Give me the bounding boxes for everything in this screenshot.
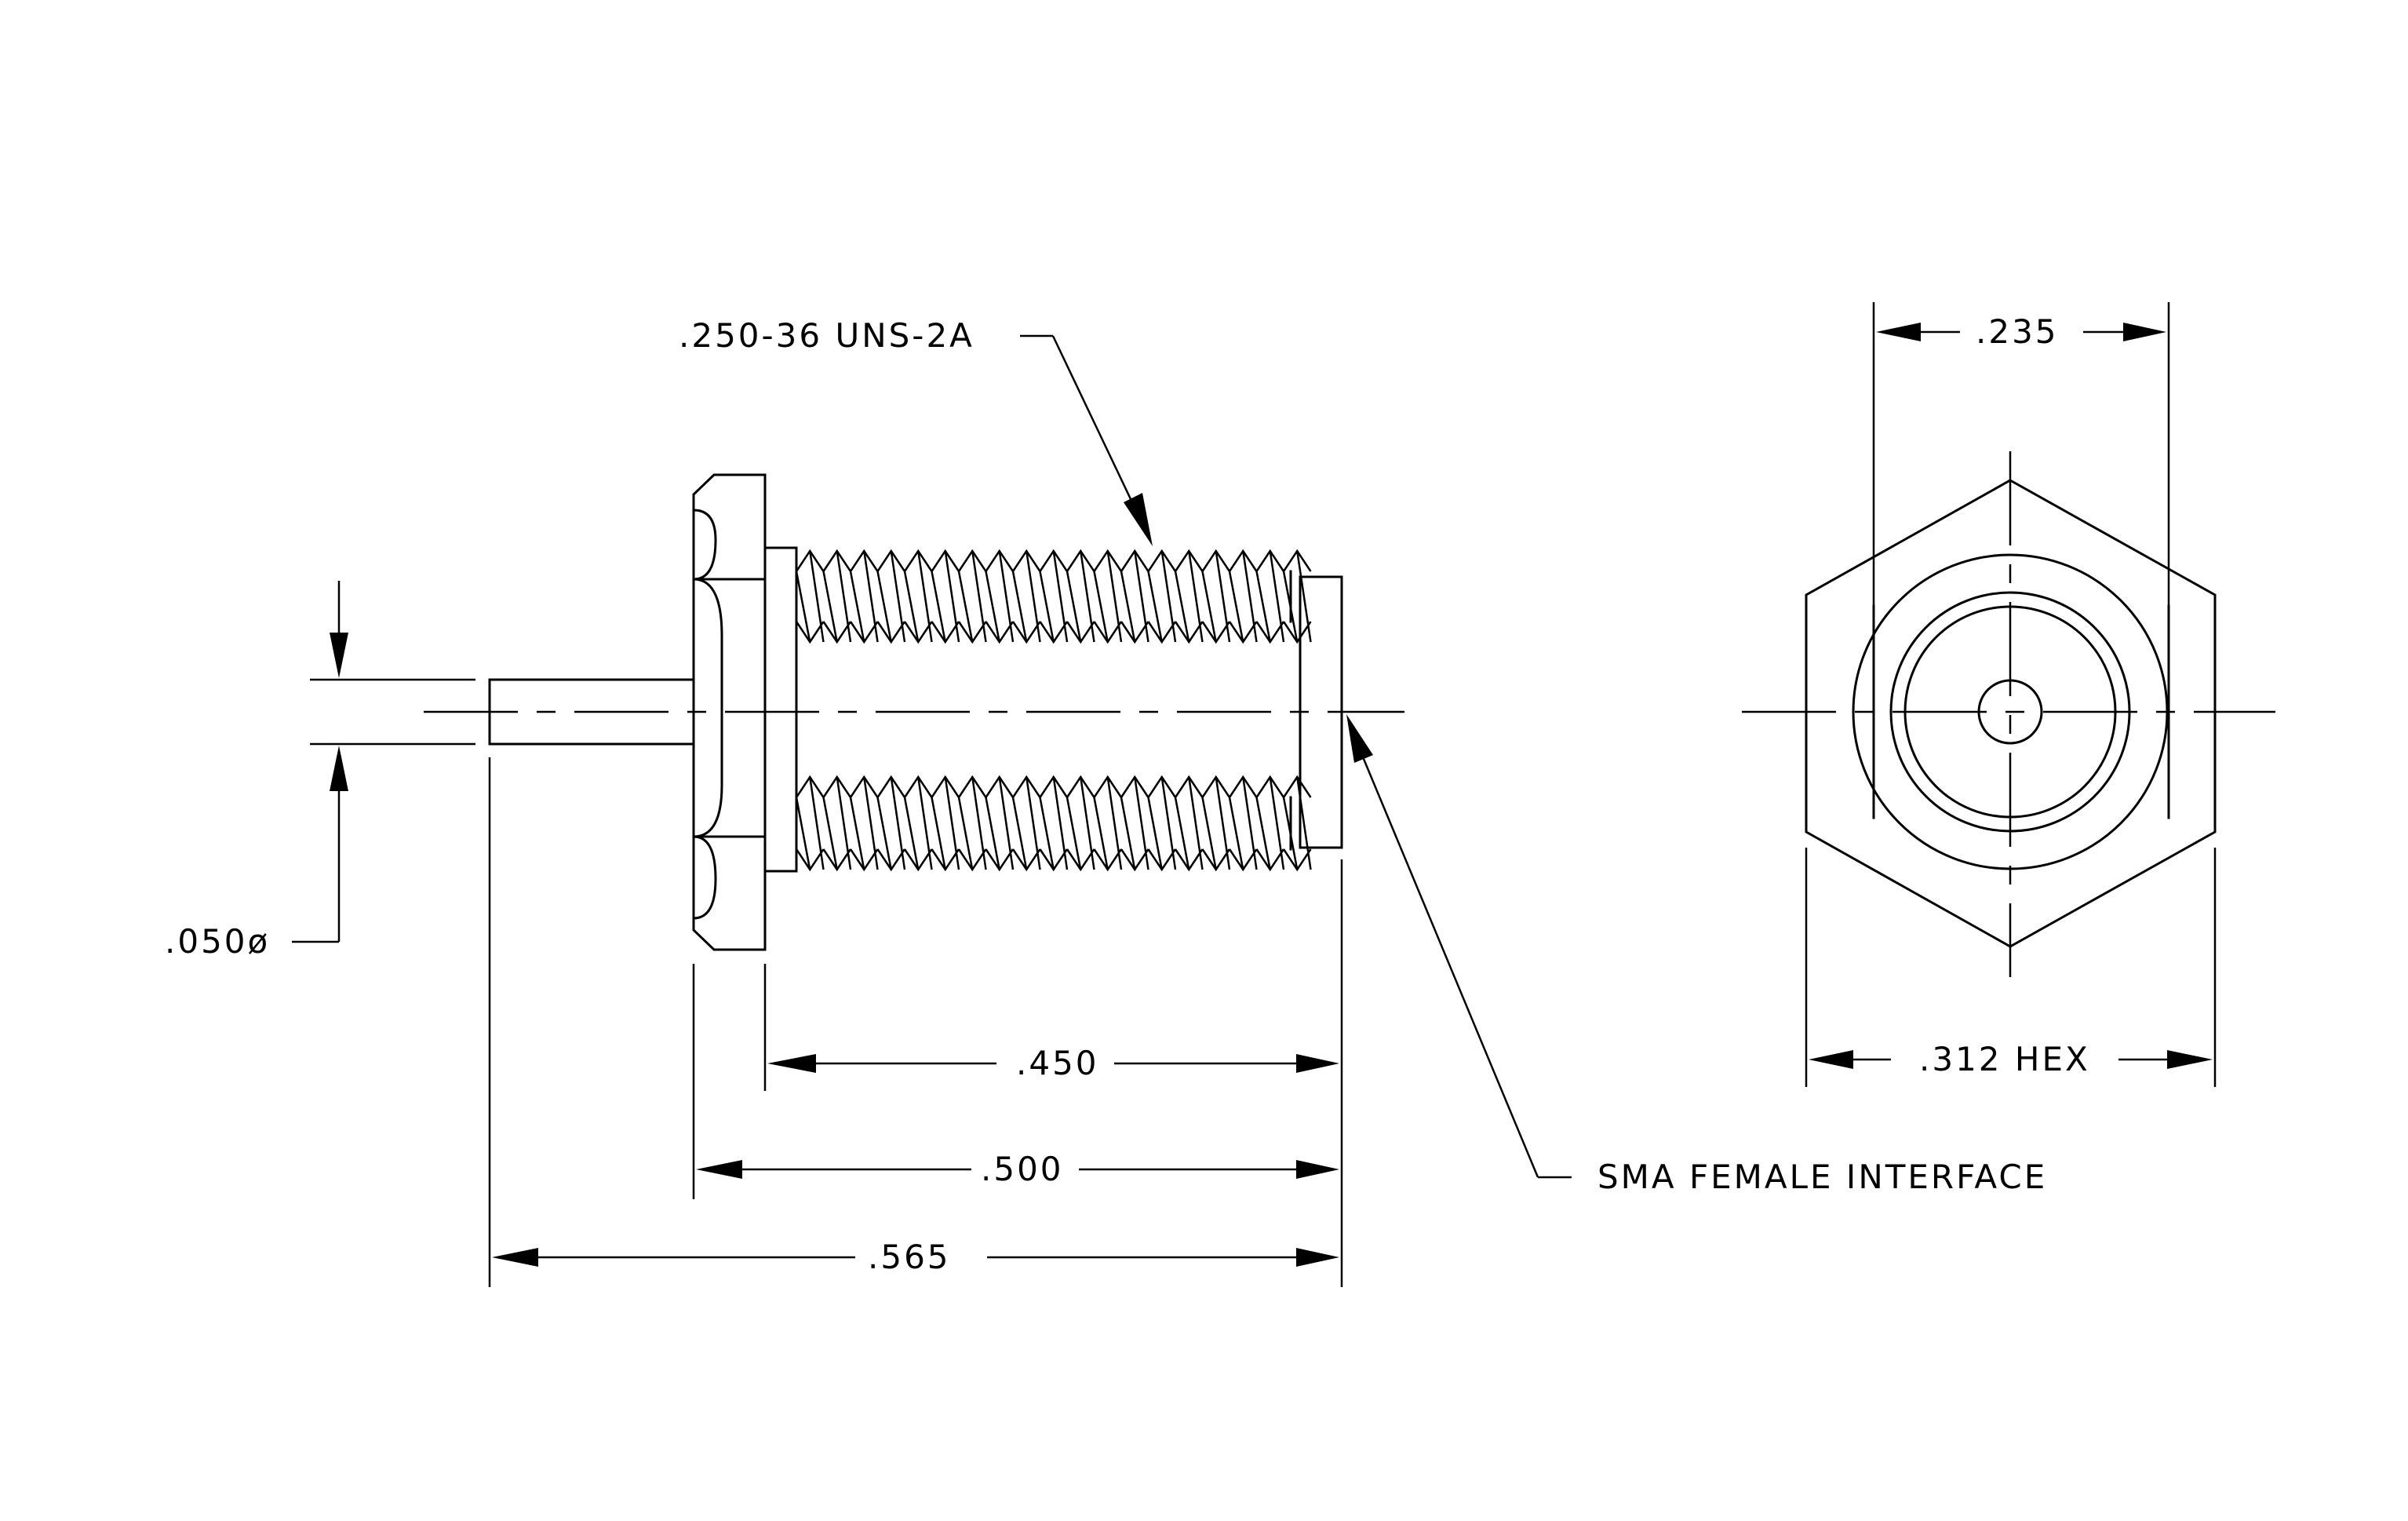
interface-label: SMA FEMALE INTERFACE bbox=[1597, 1158, 2047, 1196]
side-view: .250-36 UNS-2A .050ø .450 bbox=[165, 316, 2047, 1287]
body-length-dimension bbox=[696, 1160, 1339, 1179]
thread-leader bbox=[1020, 334, 1153, 546]
body bbox=[763, 546, 1343, 873]
thread-top bbox=[795, 549, 1312, 644]
body-length-label: .500 bbox=[981, 1150, 1064, 1188]
thread-bottom-teeth bbox=[795, 775, 1312, 872]
hex-size-dimension bbox=[1805, 848, 2217, 1087]
end-view: .235 .312 HEX bbox=[1742, 302, 2275, 1087]
overall-length-dimension bbox=[492, 1248, 1339, 1267]
thread-top-teeth bbox=[795, 549, 1312, 644]
overall-length-label: .565 bbox=[868, 1238, 951, 1276]
hex-size-label: .312 HEX bbox=[1919, 1040, 2090, 1078]
thread-length-label: .450 bbox=[1016, 1044, 1099, 1082]
thread-length-dimension bbox=[767, 1054, 1339, 1073]
inner-diameter-label: .235 bbox=[1976, 312, 2059, 351]
thread-bottom-edges bbox=[795, 796, 1292, 851]
interface-leader bbox=[1346, 714, 1572, 1179]
pin-diameter-label: .050ø bbox=[165, 922, 270, 961]
thread-spec-label: .250-36 UNS-2A bbox=[679, 316, 974, 355]
thread-top-edges bbox=[795, 570, 1292, 623]
thread-bottom bbox=[795, 775, 1312, 872]
hex-flange bbox=[692, 473, 767, 951]
inner-diameter-dimension bbox=[1872, 302, 2170, 606]
extension-lines bbox=[488, 757, 1343, 1287]
pin bbox=[488, 678, 695, 746]
pin-diameter-dimension bbox=[292, 581, 475, 943]
